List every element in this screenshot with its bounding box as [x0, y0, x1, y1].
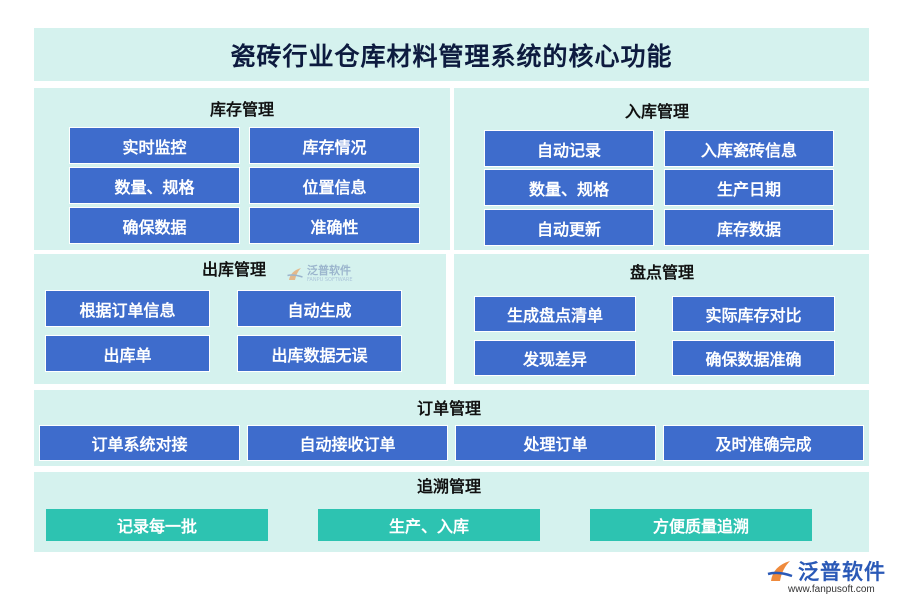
traceability-panel: 追溯管理 记录每一批 生产、入库 方便质量追溯 [34, 472, 869, 552]
inventory-item-ensure: 确保数据 [69, 207, 240, 244]
inbound-item-stock-data: 库存数据 [664, 209, 834, 246]
orders-item-auto-receive: 自动接收订单 [247, 425, 448, 461]
orders-item-integration: 订单系统对接 [39, 425, 240, 461]
traceability-item-production-inbound: 生产、入库 [318, 509, 540, 541]
stocktake-item-find-diff: 发现差异 [474, 340, 636, 376]
traceability-title: 追溯管理 [417, 477, 482, 496]
diagram-title-bar: 瓷砖行业仓库材料管理系统的核心功能 [34, 28, 869, 81]
inventory-item-realtime: 实时监控 [69, 127, 240, 164]
outbound-panel: 出库管理 根据订单信息 自动生成 出库单 出库数据无误 [34, 254, 446, 384]
inventory-title: 库存管理 [210, 100, 275, 119]
brand-logo: 泛普软件 [766, 556, 886, 586]
brand-url: www.fanpusoft.com [788, 584, 875, 595]
outbound-item-order-info: 根据订单信息 [45, 290, 210, 327]
watermark-cn: 泛普软件 [307, 264, 351, 277]
stocktake-title: 盘点管理 [630, 263, 695, 282]
stocktake-item-compare: 实际库存对比 [672, 296, 835, 332]
stocktake-item-ensure-accuracy: 确保数据准确 [672, 340, 835, 376]
watermark-en: FANPU SOFTWARE [307, 277, 353, 283]
watermark: 泛普软件 FANPU SOFTWARE [286, 265, 353, 283]
stocktake-item-generate-list: 生成盘点清单 [474, 296, 636, 332]
inbound-panel: 入库管理 自动记录 入库瓷砖信息 数量、规格 生产日期 自动更新 库存数据 [454, 88, 869, 250]
fanpu-logo-icon [287, 268, 303, 280]
brand-name: 泛普软件 [798, 560, 886, 584]
orders-panel: 订单管理 订单系统对接 自动接收订单 处理订单 及时准确完成 [34, 390, 869, 466]
orders-item-complete: 及时准确完成 [663, 425, 864, 461]
outbound-item-data-correct: 出库数据无误 [237, 335, 402, 372]
inventory-panel: 库存管理 实时监控 库存情况 数量、规格 位置信息 确保数据 准确性 [34, 88, 450, 250]
inventory-item-status: 库存情况 [249, 127, 420, 164]
stocktake-panel: 盘点管理 生成盘点清单 实际库存对比 发现差异 确保数据准确 [454, 254, 869, 384]
traceability-item-quality-trace: 方便质量追溯 [590, 509, 812, 541]
inbound-title: 入库管理 [625, 102, 690, 121]
inventory-item-location: 位置信息 [249, 167, 420, 204]
inbound-item-auto-update: 自动更新 [484, 209, 654, 246]
traceability-item-record-batch: 记录每一批 [46, 509, 268, 541]
inventory-item-accuracy: 准确性 [249, 207, 420, 244]
fanpu-logo-icon [767, 561, 793, 581]
outbound-item-auto-generate: 自动生成 [237, 290, 402, 327]
inbound-item-quantity: 数量、规格 [484, 169, 654, 206]
orders-item-process: 处理订单 [455, 425, 656, 461]
inbound-item-tile-info: 入库瓷砖信息 [664, 130, 834, 167]
outbound-item-outbound-order: 出库单 [45, 335, 210, 372]
inventory-item-quantity: 数量、规格 [69, 167, 240, 204]
inbound-item-production-date: 生产日期 [664, 169, 834, 206]
orders-title: 订单管理 [417, 399, 482, 418]
inbound-item-auto-record: 自动记录 [484, 130, 654, 167]
outbound-title: 出库管理 [202, 260, 267, 279]
diagram-title: 瓷砖行业仓库材料管理系统的核心功能 [230, 41, 673, 71]
